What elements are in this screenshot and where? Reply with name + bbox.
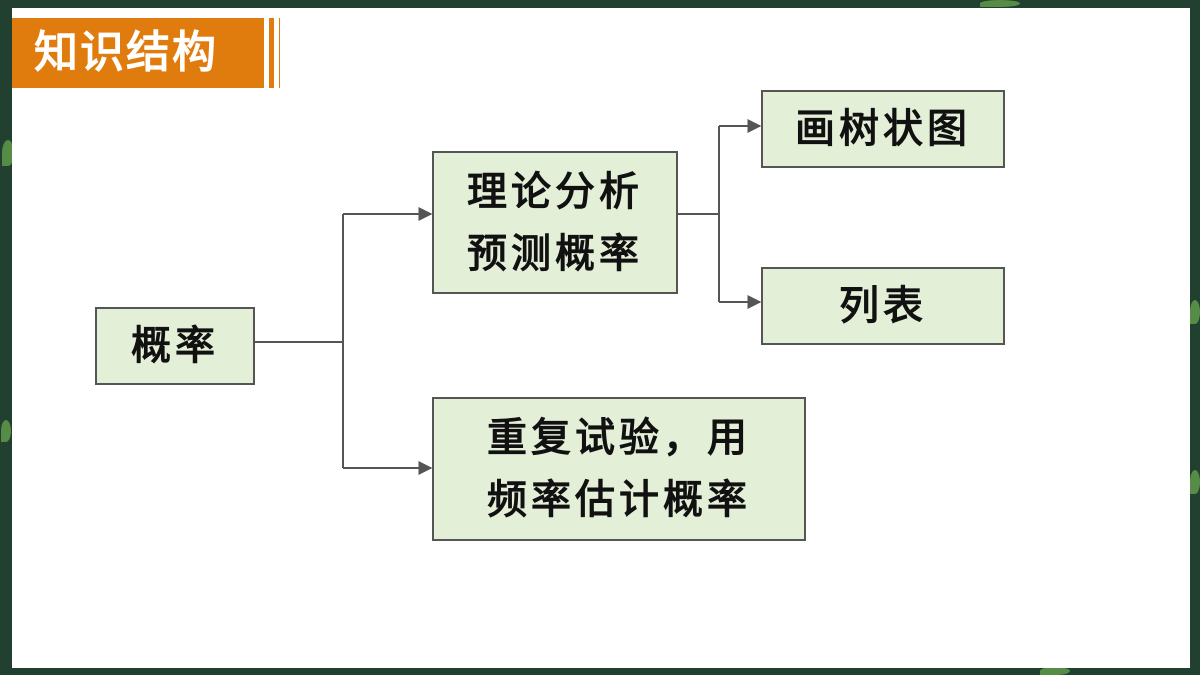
title-stripe bbox=[274, 18, 279, 88]
leaf-decoration bbox=[1190, 300, 1200, 324]
node-theory: 理论分析 预测概率 bbox=[432, 151, 678, 294]
section-title: 知识结构 bbox=[34, 27, 218, 78]
node-experiment: 重复试验，用 频率估计概率 bbox=[432, 397, 806, 541]
leaf-decoration bbox=[1, 420, 11, 442]
leaf-decoration bbox=[1040, 667, 1070, 675]
node-table: 列表 bbox=[761, 267, 1005, 345]
node-tree-diagram: 画树状图 bbox=[761, 90, 1005, 168]
section-title-tab: 知识结构 bbox=[12, 18, 280, 88]
title-stripe bbox=[264, 18, 269, 88]
leaf-decoration bbox=[1190, 470, 1200, 494]
node-root: 概率 bbox=[95, 307, 255, 385]
leaf-decoration bbox=[980, 0, 1020, 7]
leaf-decoration bbox=[2, 140, 14, 166]
